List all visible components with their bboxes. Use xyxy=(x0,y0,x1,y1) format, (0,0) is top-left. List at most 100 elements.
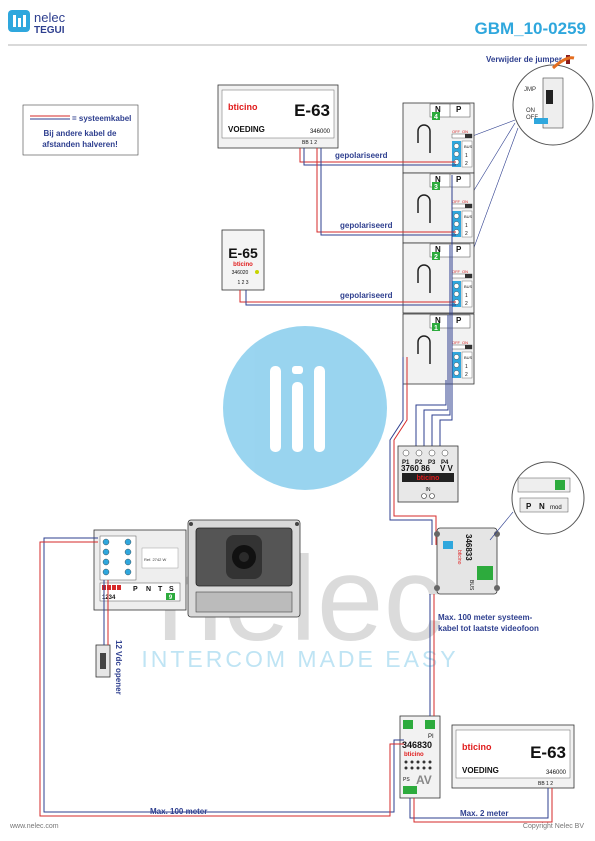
svg-text:9: 9 xyxy=(169,595,173,601)
bus-lines xyxy=(389,175,453,545)
svg-text:ON: ON xyxy=(462,199,468,204)
svg-text:2: 2 xyxy=(465,161,468,167)
max-systeem-note-2: kabel tot laatste videofoon xyxy=(438,624,539,633)
svg-text:346020: 346020 xyxy=(232,270,249,276)
watermark-circle xyxy=(223,326,387,490)
svg-text:V V: V V xyxy=(440,464,454,473)
svg-text:T: T xyxy=(158,586,163,593)
svg-text:E-65: E-65 xyxy=(228,245,258,261)
svg-text:346833: 346833 xyxy=(464,534,473,561)
svg-text:OFF: OFF xyxy=(526,115,538,121)
svg-text:BUS: BUS xyxy=(468,580,474,591)
svg-text:1: 1 xyxy=(465,153,468,159)
svg-text:ON: ON xyxy=(462,129,468,134)
monitor-number: 2 xyxy=(434,254,438,261)
lock-opener: 12 Vdc opener xyxy=(95,640,123,695)
svg-text:1: 1 xyxy=(465,364,468,370)
svg-text:Ref. 2742 W: Ref. 2742 W xyxy=(144,557,166,562)
interface-module: 346833 bticino BUS xyxy=(434,527,500,595)
svg-text:N: N xyxy=(435,245,441,254)
svg-text:bticino: bticino xyxy=(404,752,424,758)
max-100-label: Max. 100 meter xyxy=(150,807,207,816)
legend-note-line1: Bij andere kabel de xyxy=(44,129,117,138)
brand-name: nelec xyxy=(34,10,66,25)
svg-text:346000: 346000 xyxy=(310,129,331,135)
svg-text:1 2 3: 1 2 3 xyxy=(237,280,248,286)
svg-text:mod: mod xyxy=(550,505,562,511)
legend-note-line2: afstanden halveren! xyxy=(42,140,118,149)
svg-text:P1: P1 xyxy=(402,460,410,466)
svg-text:2: 2 xyxy=(465,301,468,307)
svg-text:AV: AV xyxy=(416,773,432,787)
polarized-wiring xyxy=(239,148,456,306)
svg-text:2: 2 xyxy=(465,231,468,237)
svg-text:ON: ON xyxy=(526,108,535,114)
svg-text:BB 1 2: BB 1 2 xyxy=(538,781,553,787)
svg-text:BUS: BUS xyxy=(464,144,473,149)
svg-text:IN: IN xyxy=(426,487,431,493)
svg-text:BUS: BUS xyxy=(464,355,473,360)
max-systeem-note-1: Max. 100 meter systeem- xyxy=(438,613,533,622)
distributor-port xyxy=(428,449,436,457)
svg-text:ON: ON xyxy=(462,269,468,274)
svg-text:N: N xyxy=(435,175,441,184)
svg-text:P: P xyxy=(456,175,462,184)
svg-text:N: N xyxy=(146,586,151,593)
jumper-note: Verwijder de jumper xyxy=(486,55,562,64)
power-supply-bottom: bticino E-63 VOEDING 346000 BB 1 2 xyxy=(451,724,575,789)
monitor-number: 1 xyxy=(434,325,438,332)
svg-text:P2: P2 xyxy=(415,460,423,466)
svg-text:E-63: E-63 xyxy=(530,743,566,762)
footer-copyright: Copyright Nelec BV xyxy=(523,823,584,830)
svg-text:E-63: E-63 xyxy=(294,101,330,120)
footer-url: www.nelec.com xyxy=(9,823,59,830)
power-supply-mid: E-65 bticino 346020 1 2 3 xyxy=(221,229,265,291)
svg-text:1: 1 xyxy=(465,293,468,299)
monitor-number: 3 xyxy=(434,184,438,191)
svg-text:OFF: OFF xyxy=(452,129,461,134)
svg-text:1234: 1234 xyxy=(102,595,116,601)
svg-text:12 Vdc opener: 12 Vdc opener xyxy=(114,640,123,695)
polarized-label-3: gepolariseerd xyxy=(340,291,393,300)
distributor-port xyxy=(402,449,410,457)
handset-icon xyxy=(417,335,431,364)
polarized-label-1: gepolariseerd xyxy=(335,151,388,160)
watermark-tagline: INTERCOM MADE EASY xyxy=(141,646,458,672)
distributor-port xyxy=(415,449,423,457)
svg-text:ON: ON xyxy=(462,340,468,345)
interface-zoom: P N mod xyxy=(489,461,585,541)
polarized-label-2: gepolariseerd xyxy=(340,221,393,230)
brand-sub: TEGUI xyxy=(34,25,65,36)
svg-text:OFF: OFF xyxy=(452,340,461,345)
svg-text:bticino: bticino xyxy=(417,475,440,482)
max-2-label: Max. 2 meter xyxy=(460,809,508,818)
document-id: GBM_10-0259 xyxy=(474,19,586,38)
svg-text:1: 1 xyxy=(465,223,468,229)
svg-text:bticino: bticino xyxy=(462,742,492,752)
svg-text:P: P xyxy=(133,586,138,593)
av-unit: PI 346830 bticino PS AV xyxy=(399,715,441,799)
svg-text:346830: 346830 xyxy=(402,740,432,750)
camera-panel xyxy=(187,519,301,618)
svg-text:JMP: JMP xyxy=(524,87,536,93)
svg-text:OFF: OFF xyxy=(452,199,461,204)
svg-text:3760 86: 3760 86 xyxy=(401,464,430,473)
cable-legend-label: = systeemkabel xyxy=(72,114,131,123)
jumper-detail: Verwijder de jumper JMP ON OFF xyxy=(461,55,594,281)
svg-text:bticino: bticino xyxy=(228,102,258,112)
svg-text:P4: P4 xyxy=(441,460,449,466)
power-supply-top: bticino E-63 VOEDING 346000 BB 1 2 xyxy=(217,84,339,149)
svg-text:bticino: bticino xyxy=(233,262,253,268)
svg-text:BUS: BUS xyxy=(464,214,473,219)
svg-text:N: N xyxy=(435,105,441,114)
svg-text:2: 2 xyxy=(465,372,468,378)
legend-box: = systeemkabel Bij andere kabel de afsta… xyxy=(22,104,139,156)
